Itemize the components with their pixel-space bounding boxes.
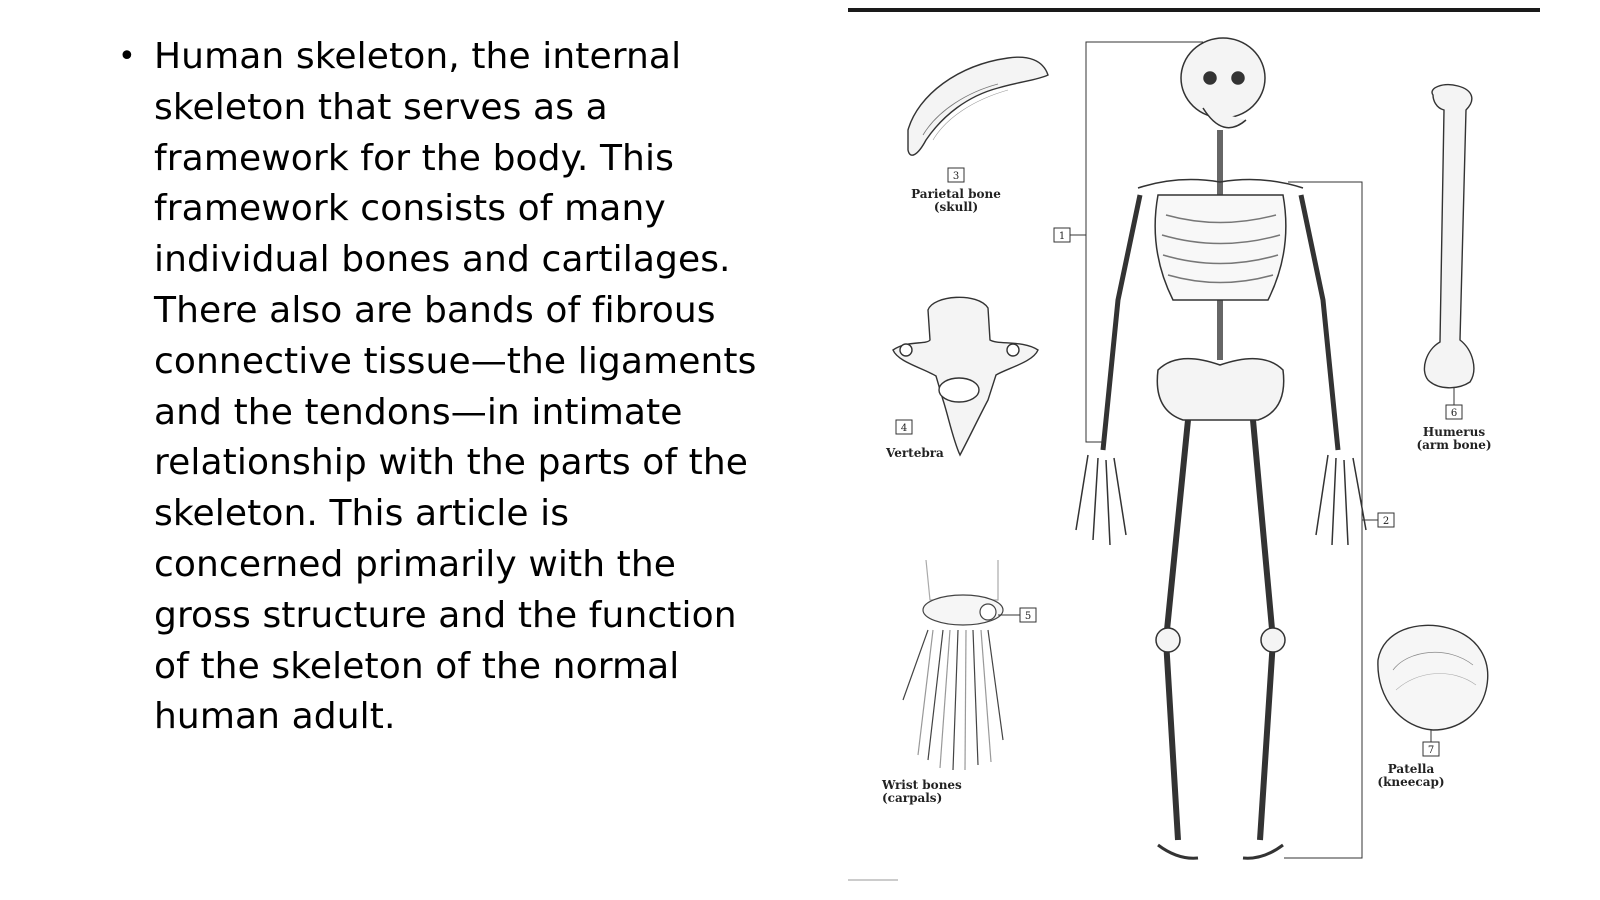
label-patella-kneecap: (kneecap)	[1377, 775, 1444, 789]
label-humerus-arm-bone: (arm bone)	[1416, 438, 1491, 452]
label-patella: Patella	[1388, 762, 1435, 776]
humerus-drawing	[1423, 84, 1475, 389]
text-line: framework for the body. This	[154, 137, 674, 179]
bullet-item: • Human skeleton, the internal skeleton …	[118, 32, 798, 743]
label-number-4: 4	[901, 423, 907, 434]
text-line: individual bones and cartilages.	[154, 239, 731, 281]
label-box-1	[1053, 227, 1071, 243]
label-wrist-bones: Wrist bones	[881, 778, 962, 792]
text-line: of the skeleton of the normal	[154, 645, 680, 687]
top-rule	[848, 8, 1540, 12]
label-parietal-skull: (skull)	[934, 200, 978, 214]
text-line: skeleton that serves as a	[154, 86, 608, 128]
text-line: Human skeleton, the internal	[154, 36, 682, 77]
text-line: human adult.	[154, 696, 396, 738]
label-box-7	[1422, 741, 1440, 757]
label-box-2	[1377, 512, 1395, 528]
text-line: connective tissue—the ligaments	[154, 340, 757, 382]
label-number-5: 5	[1025, 611, 1031, 622]
text-line: There also are bands of fibrous	[154, 289, 716, 331]
patella-drawing	[1377, 624, 1489, 731]
label-number-1: 1	[1059, 231, 1065, 242]
text-line: relationship with the parts of the	[154, 442, 749, 484]
label-number-7: 7	[1428, 745, 1434, 756]
hand-drawing	[902, 559, 1004, 771]
label-number-3: 3	[953, 171, 959, 182]
label-humerus: Humerus	[1423, 425, 1485, 439]
label-box-5	[1019, 607, 1037, 623]
vertebra-drawing	[892, 296, 1039, 457]
skeleton-illustration: 3 Parietal bone (skull) 4 Vertebra	[848, 8, 1540, 881]
label-wrist-carpals: (carpals)	[882, 791, 942, 805]
text-line: framework consists of many	[154, 188, 666, 230]
skeleton-figure: 3 Parietal bone (skull) 4 Vertebra	[848, 0, 1568, 900]
label-number-6: 6	[1451, 408, 1457, 419]
text-line: and the tendons—in intimate	[154, 391, 683, 433]
text-line: skeleton. This article is	[154, 493, 570, 535]
bracket-2	[1284, 181, 1378, 859]
bullet-list: • Human skeleton, the internal skeleton …	[118, 32, 798, 743]
bracket-1	[1070, 41, 1203, 443]
label-parietal-bone: Parietal bone	[911, 187, 1001, 201]
label-vertebra: Vertebra	[885, 446, 944, 460]
label-box-3	[947, 167, 965, 183]
full-skeleton-drawing	[1075, 37, 1367, 860]
label-box-6	[1445, 404, 1463, 420]
bullet-icon: •	[118, 39, 136, 74]
label-number-2: 2	[1383, 516, 1389, 527]
text-line: concerned primarily with the	[154, 543, 677, 585]
parietal-bone-drawing	[907, 56, 1049, 156]
label-box-4	[895, 419, 913, 435]
text-line: gross structure and the function	[154, 594, 737, 636]
